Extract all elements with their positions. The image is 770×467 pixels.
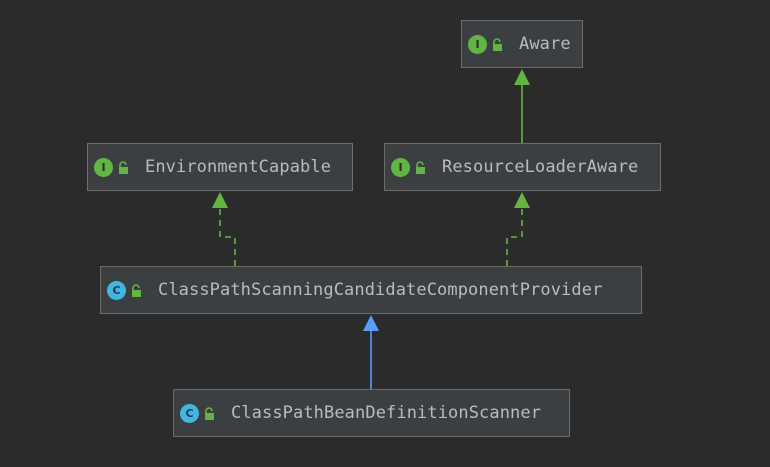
edge-extends — [363, 315, 379, 389]
public-lock-icon — [203, 406, 217, 420]
edge-implements — [506, 192, 530, 266]
edge-line — [219, 208, 236, 266]
node-label: ClassPathBeanDefinitionScanner — [231, 403, 542, 423]
node-resource-loader-aware[interactable]: I ResourceLoaderAware — [384, 143, 661, 191]
edge-arrowhead — [514, 69, 530, 85]
node-label: EnvironmentCapable — [145, 157, 332, 177]
public-lock-icon — [491, 37, 505, 51]
public-lock-icon — [414, 160, 428, 174]
interface-icon: I — [391, 157, 410, 177]
edge-arrowhead — [363, 315, 379, 331]
node-label: Aware — [519, 34, 571, 54]
class-icon: C — [180, 403, 199, 423]
edge-extends-interface — [514, 69, 530, 143]
class-icon: C — [107, 280, 126, 300]
edge-implements — [212, 192, 236, 266]
edge-line — [506, 208, 523, 266]
node-classpath-bean-definition-scanner[interactable]: C ClassPathBeanDefinitionScanner — [173, 389, 570, 437]
node-aware[interactable]: I Aware — [461, 20, 583, 68]
edge-arrowhead — [212, 192, 228, 208]
interface-icon: I — [94, 157, 113, 177]
edge-arrowhead — [514, 192, 530, 208]
node-label: ClassPathScanningCandidateComponentProvi… — [158, 280, 603, 300]
public-lock-icon — [130, 283, 144, 297]
node-label: ResourceLoaderAware — [442, 157, 639, 177]
node-environment-capable[interactable]: I EnvironmentCapable — [87, 143, 353, 191]
interface-icon: I — [468, 34, 487, 54]
public-lock-icon — [117, 160, 131, 174]
node-classpath-scanning-candidate-component-provider[interactable]: C ClassPathScanningCandidateComponentPro… — [100, 266, 642, 314]
